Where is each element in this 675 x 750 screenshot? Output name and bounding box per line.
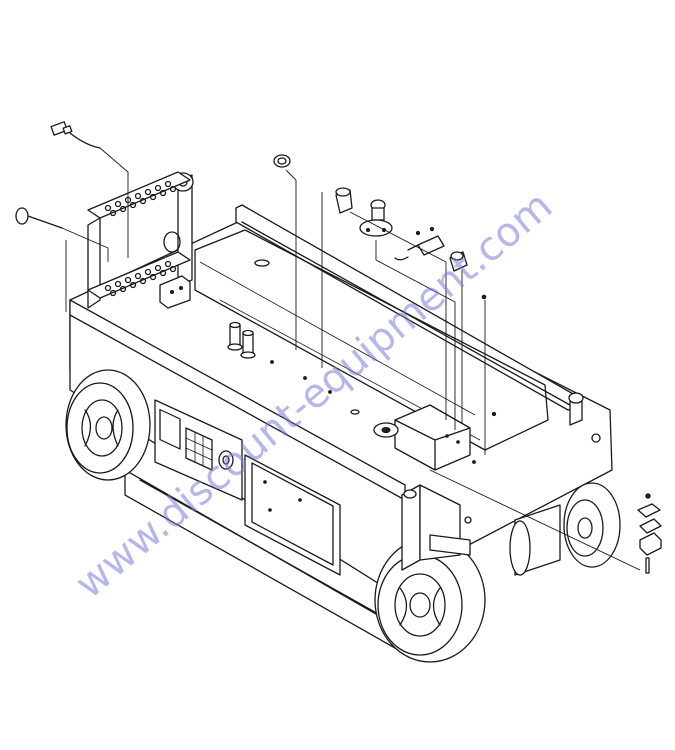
- hardware-stack: [637, 493, 662, 574]
- push-pin: [15, 207, 63, 229]
- sensor-switch: [359, 199, 393, 237]
- chassis-deck: [69, 204, 613, 561]
- ladder-assembly: [87, 171, 194, 309]
- small-nut: [491, 411, 497, 417]
- bottom-step-tread: [104, 260, 177, 297]
- top-step-tread: [104, 180, 177, 217]
- bushing: [335, 187, 353, 214]
- front-left-wheel: [65, 369, 151, 481]
- control-keypad: [185, 427, 213, 471]
- chassis-side-panel: [69, 299, 406, 649]
- rear-wheel: [509, 482, 621, 576]
- deck-posts: [227, 321, 256, 359]
- cylinder-sensor: [394, 226, 445, 261]
- leader-lines: [61, 147, 641, 571]
- spacer-tube: [449, 251, 468, 272]
- steer-post: [401, 392, 601, 571]
- center-bracket: [373, 404, 471, 471]
- o-ring: [273, 154, 291, 168]
- small-screw: [481, 294, 487, 300]
- connector-plug: [50, 121, 101, 149]
- front-right-wheel: [374, 537, 486, 663]
